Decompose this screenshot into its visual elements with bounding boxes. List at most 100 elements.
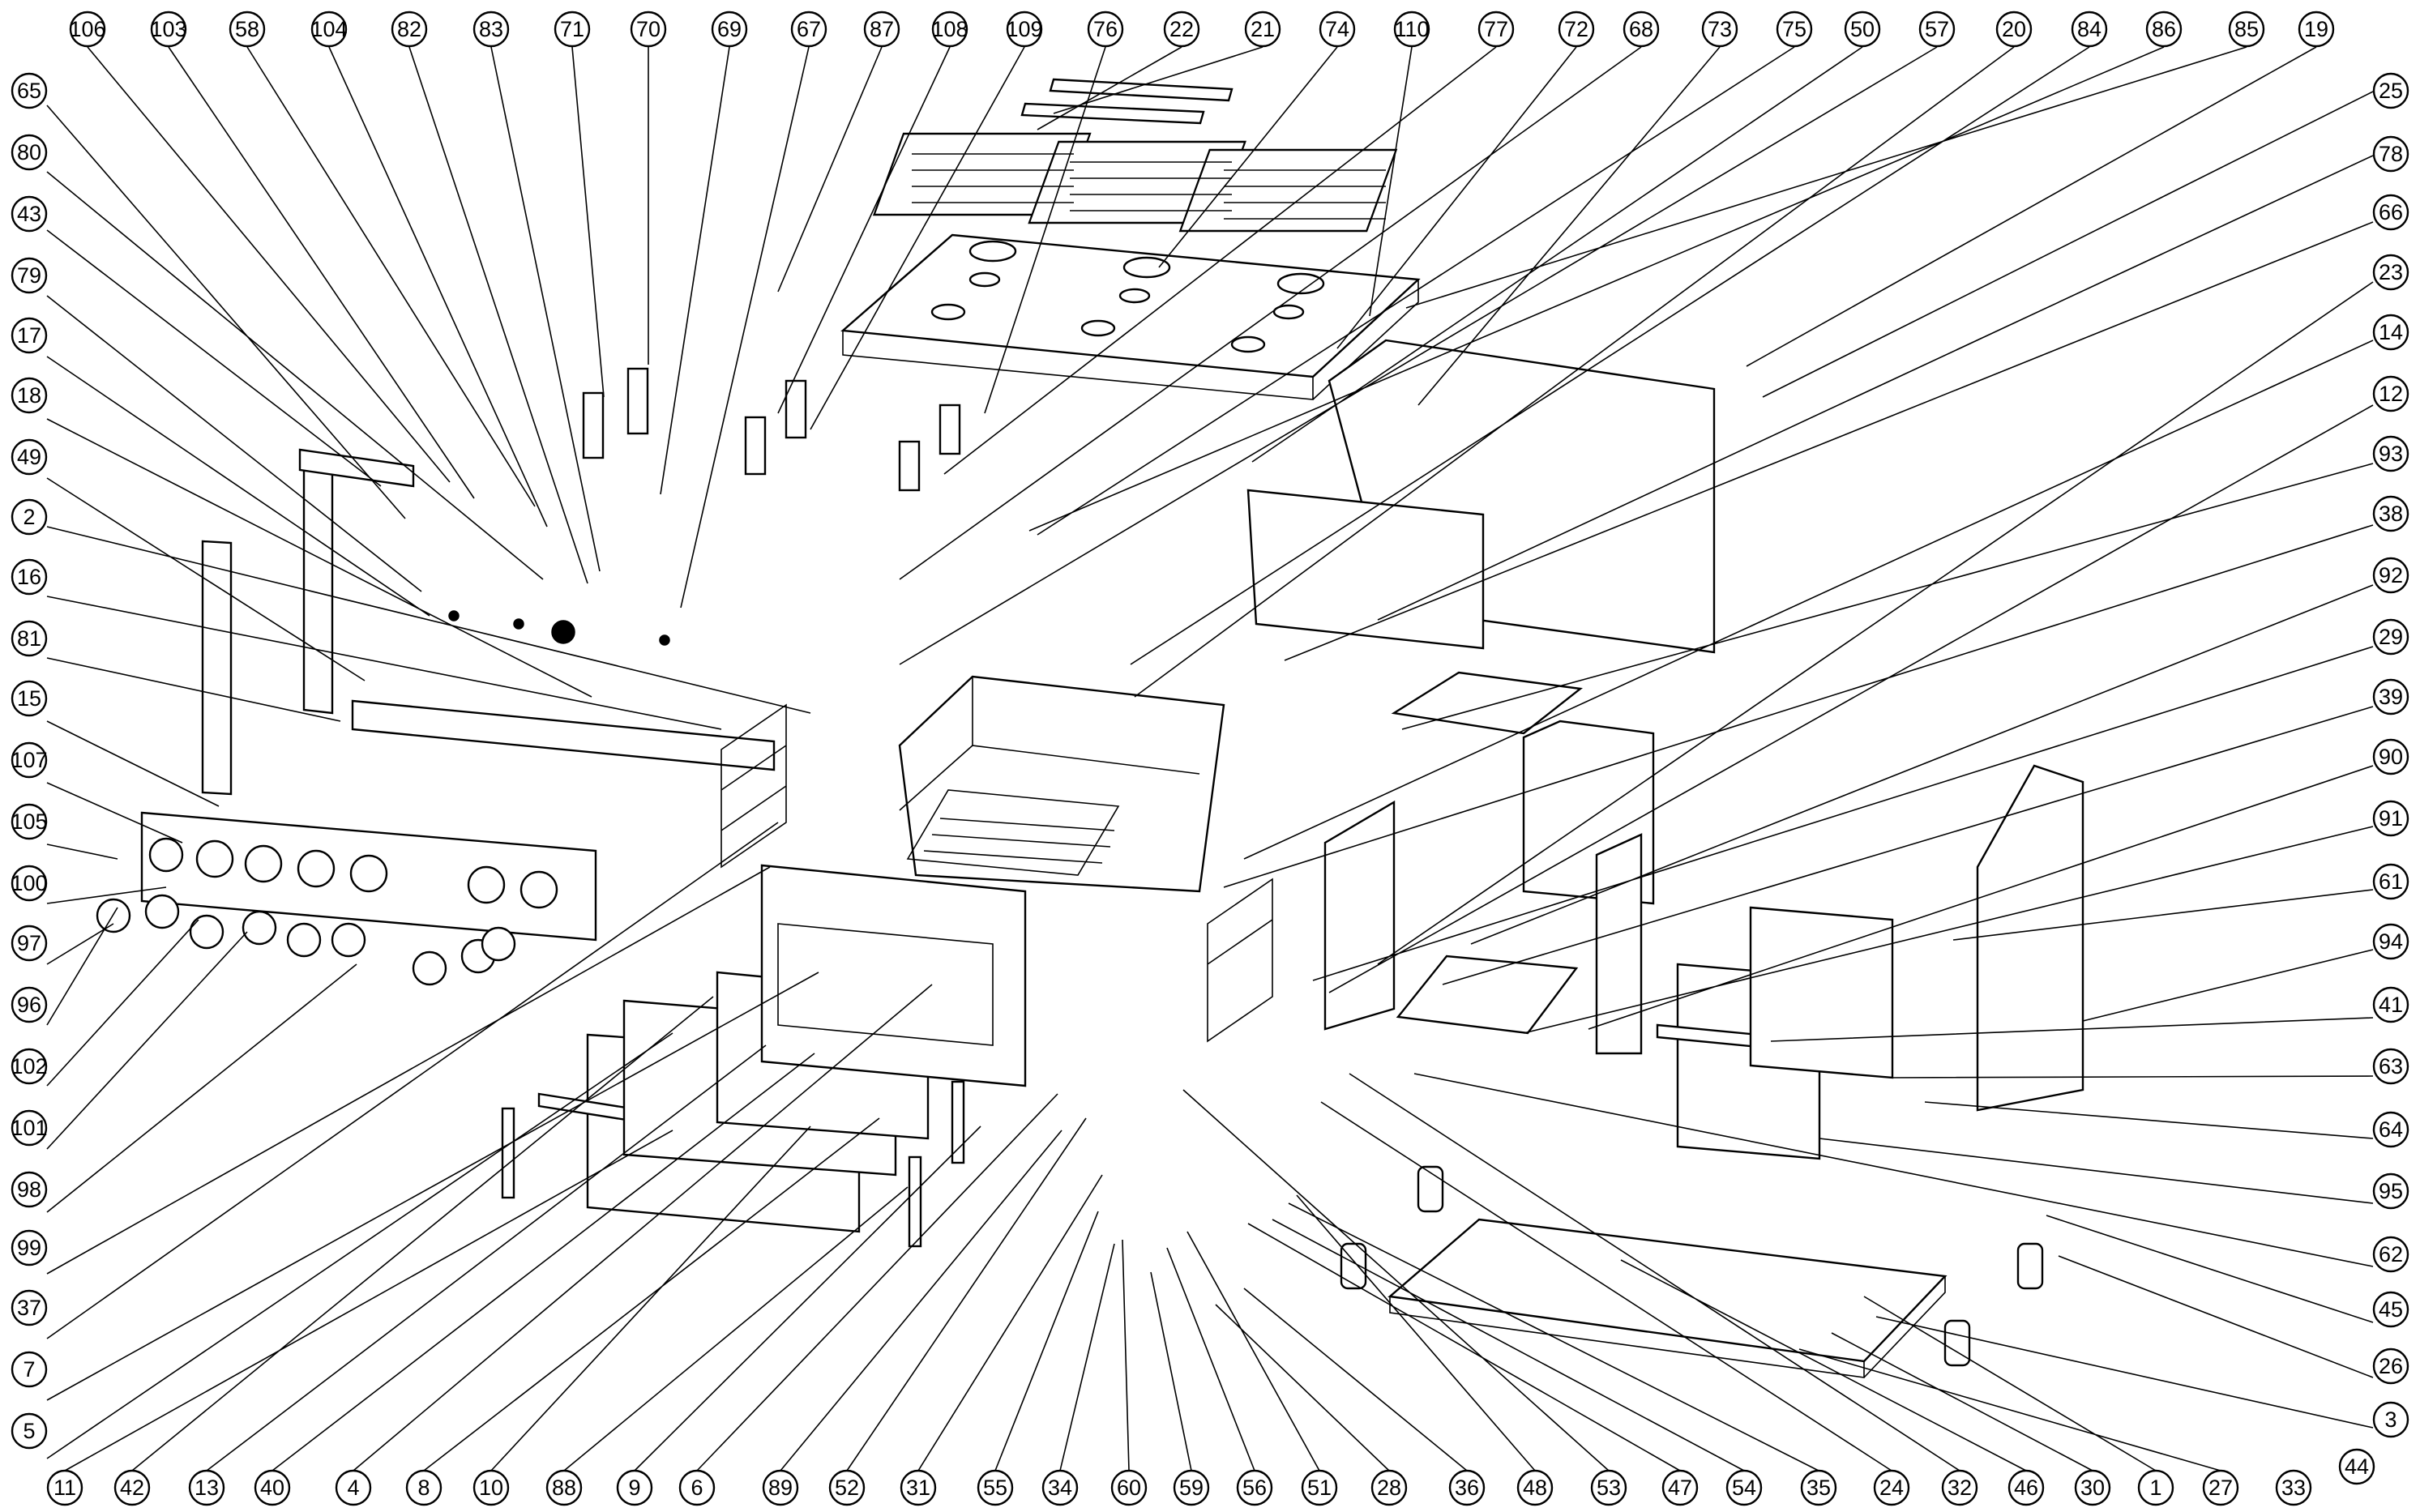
callout-99: 99 [11,1229,48,1266]
svg-text:75: 75 [1782,17,1806,41]
svg-text:62: 62 [2379,1242,2403,1266]
callout-69: 69 [711,11,748,48]
svg-text:89: 89 [768,1476,793,1500]
callout-30: 30 [2074,1469,2111,1506]
side-panel-left [201,540,233,796]
callout-110: 110 [1393,11,1430,48]
svg-text:94: 94 [2379,929,2403,954]
callout-29: 29 [2372,618,2409,656]
svg-text:47: 47 [1668,1476,1692,1500]
trim-strip-22 [1020,102,1205,125]
rack-support-left [720,703,787,869]
callout-39: 39 [2372,678,2409,715]
svg-text:110: 110 [1394,17,1429,41]
callout-28: 28 [1370,1469,1408,1506]
callout-8: 8 [405,1469,443,1506]
callout-42: 42 [113,1469,151,1506]
callout-53: 53 [1590,1469,1627,1506]
callout-109: 109 [1006,11,1043,48]
svg-text:45: 45 [2379,1297,2403,1322]
svg-text:50: 50 [1850,17,1875,41]
svg-text:108: 108 [931,17,968,41]
svg-text:97: 97 [17,931,41,955]
svg-text:63: 63 [2379,1054,2403,1078]
callout-15: 15 [11,680,48,717]
svg-text:30: 30 [2080,1476,2105,1500]
svg-text:13: 13 [195,1476,219,1500]
svg-text:42: 42 [120,1476,144,1500]
svg-text:23: 23 [2379,260,2403,284]
callout-19: 19 [2298,11,2335,48]
callout-93: 93 [2372,435,2409,472]
svg-text:1: 1 [2149,1476,2161,1500]
svg-text:104: 104 [310,17,347,41]
svg-text:14: 14 [2379,320,2403,344]
callout-62: 62 [2372,1236,2409,1273]
svg-text:92: 92 [2379,563,2403,587]
svg-text:5: 5 [23,1419,35,1443]
callout-23: 23 [2372,254,2409,291]
callout-34: 34 [1041,1469,1079,1506]
svg-text:18: 18 [17,383,41,408]
callout-18: 18 [11,377,48,414]
callout-100: 100 [11,865,48,902]
callout-71: 71 [554,11,591,48]
callout-105: 105 [11,803,48,840]
callout-96: 96 [11,986,48,1023]
callout-51: 51 [1301,1469,1338,1506]
svg-text:90: 90 [2379,745,2403,769]
callout-7: 7 [11,1351,48,1388]
callout-38: 38 [2372,495,2409,532]
callout-10: 10 [472,1469,510,1506]
svg-text:88: 88 [552,1476,576,1500]
svg-text:28: 28 [1377,1476,1401,1500]
svg-text:86: 86 [2152,17,2176,41]
svg-text:79: 79 [17,263,41,288]
callout-78: 78 [2372,135,2409,173]
callout-76: 76 [1087,11,1124,48]
svg-text:54: 54 [1732,1476,1756,1500]
callout-2: 2 [11,498,48,536]
side-panel-far-right [1976,764,2084,1112]
svg-text:67: 67 [797,17,821,41]
svg-text:2: 2 [23,505,35,529]
svg-text:109: 109 [1006,17,1042,41]
callout-83: 83 [472,11,510,48]
svg-text:26: 26 [2379,1354,2403,1378]
callout-47: 47 [1661,1469,1699,1506]
svg-text:68: 68 [1629,17,1653,41]
callout-101: 101 [11,1109,48,1147]
callout-41: 41 [2372,986,2409,1023]
svg-text:22: 22 [1169,17,1194,41]
callout-31: 31 [900,1469,937,1506]
callout-97: 97 [11,925,48,962]
svg-text:81: 81 [17,626,41,651]
svg-text:51: 51 [1307,1476,1332,1500]
svg-text:99: 99 [17,1236,41,1260]
callout-54: 54 [1725,1469,1763,1506]
svg-text:91: 91 [2379,806,2403,831]
callouts-bottom: 11 42 13 40 4 8 10 88 9 6 89 52 31 55 34… [46,1469,2312,1506]
callout-74: 74 [1319,11,1356,48]
svg-text:21: 21 [1251,17,1275,41]
svg-text:69: 69 [717,17,742,41]
svg-text:96: 96 [17,993,41,1017]
callout-52: 52 [828,1469,866,1506]
callout-94: 94 [2372,923,2409,960]
svg-text:105: 105 [11,809,47,834]
svg-text:41: 41 [2379,993,2403,1017]
callout-107: 107 [11,741,48,779]
svg-text:98: 98 [17,1177,41,1202]
callout-90: 90 [2372,738,2409,775]
svg-text:66: 66 [2379,200,2403,224]
callout-87: 87 [863,11,900,48]
svg-text:57: 57 [1925,17,1949,41]
svg-text:27: 27 [2208,1476,2233,1500]
callout-108: 108 [931,11,968,48]
callout-95: 95 [2372,1172,2409,1210]
svg-text:60: 60 [1117,1476,1141,1500]
callout-81: 81 [11,620,48,657]
callout-91: 91 [2372,800,2409,837]
callout-57: 57 [1918,11,1956,48]
svg-text:20: 20 [2002,17,2026,41]
